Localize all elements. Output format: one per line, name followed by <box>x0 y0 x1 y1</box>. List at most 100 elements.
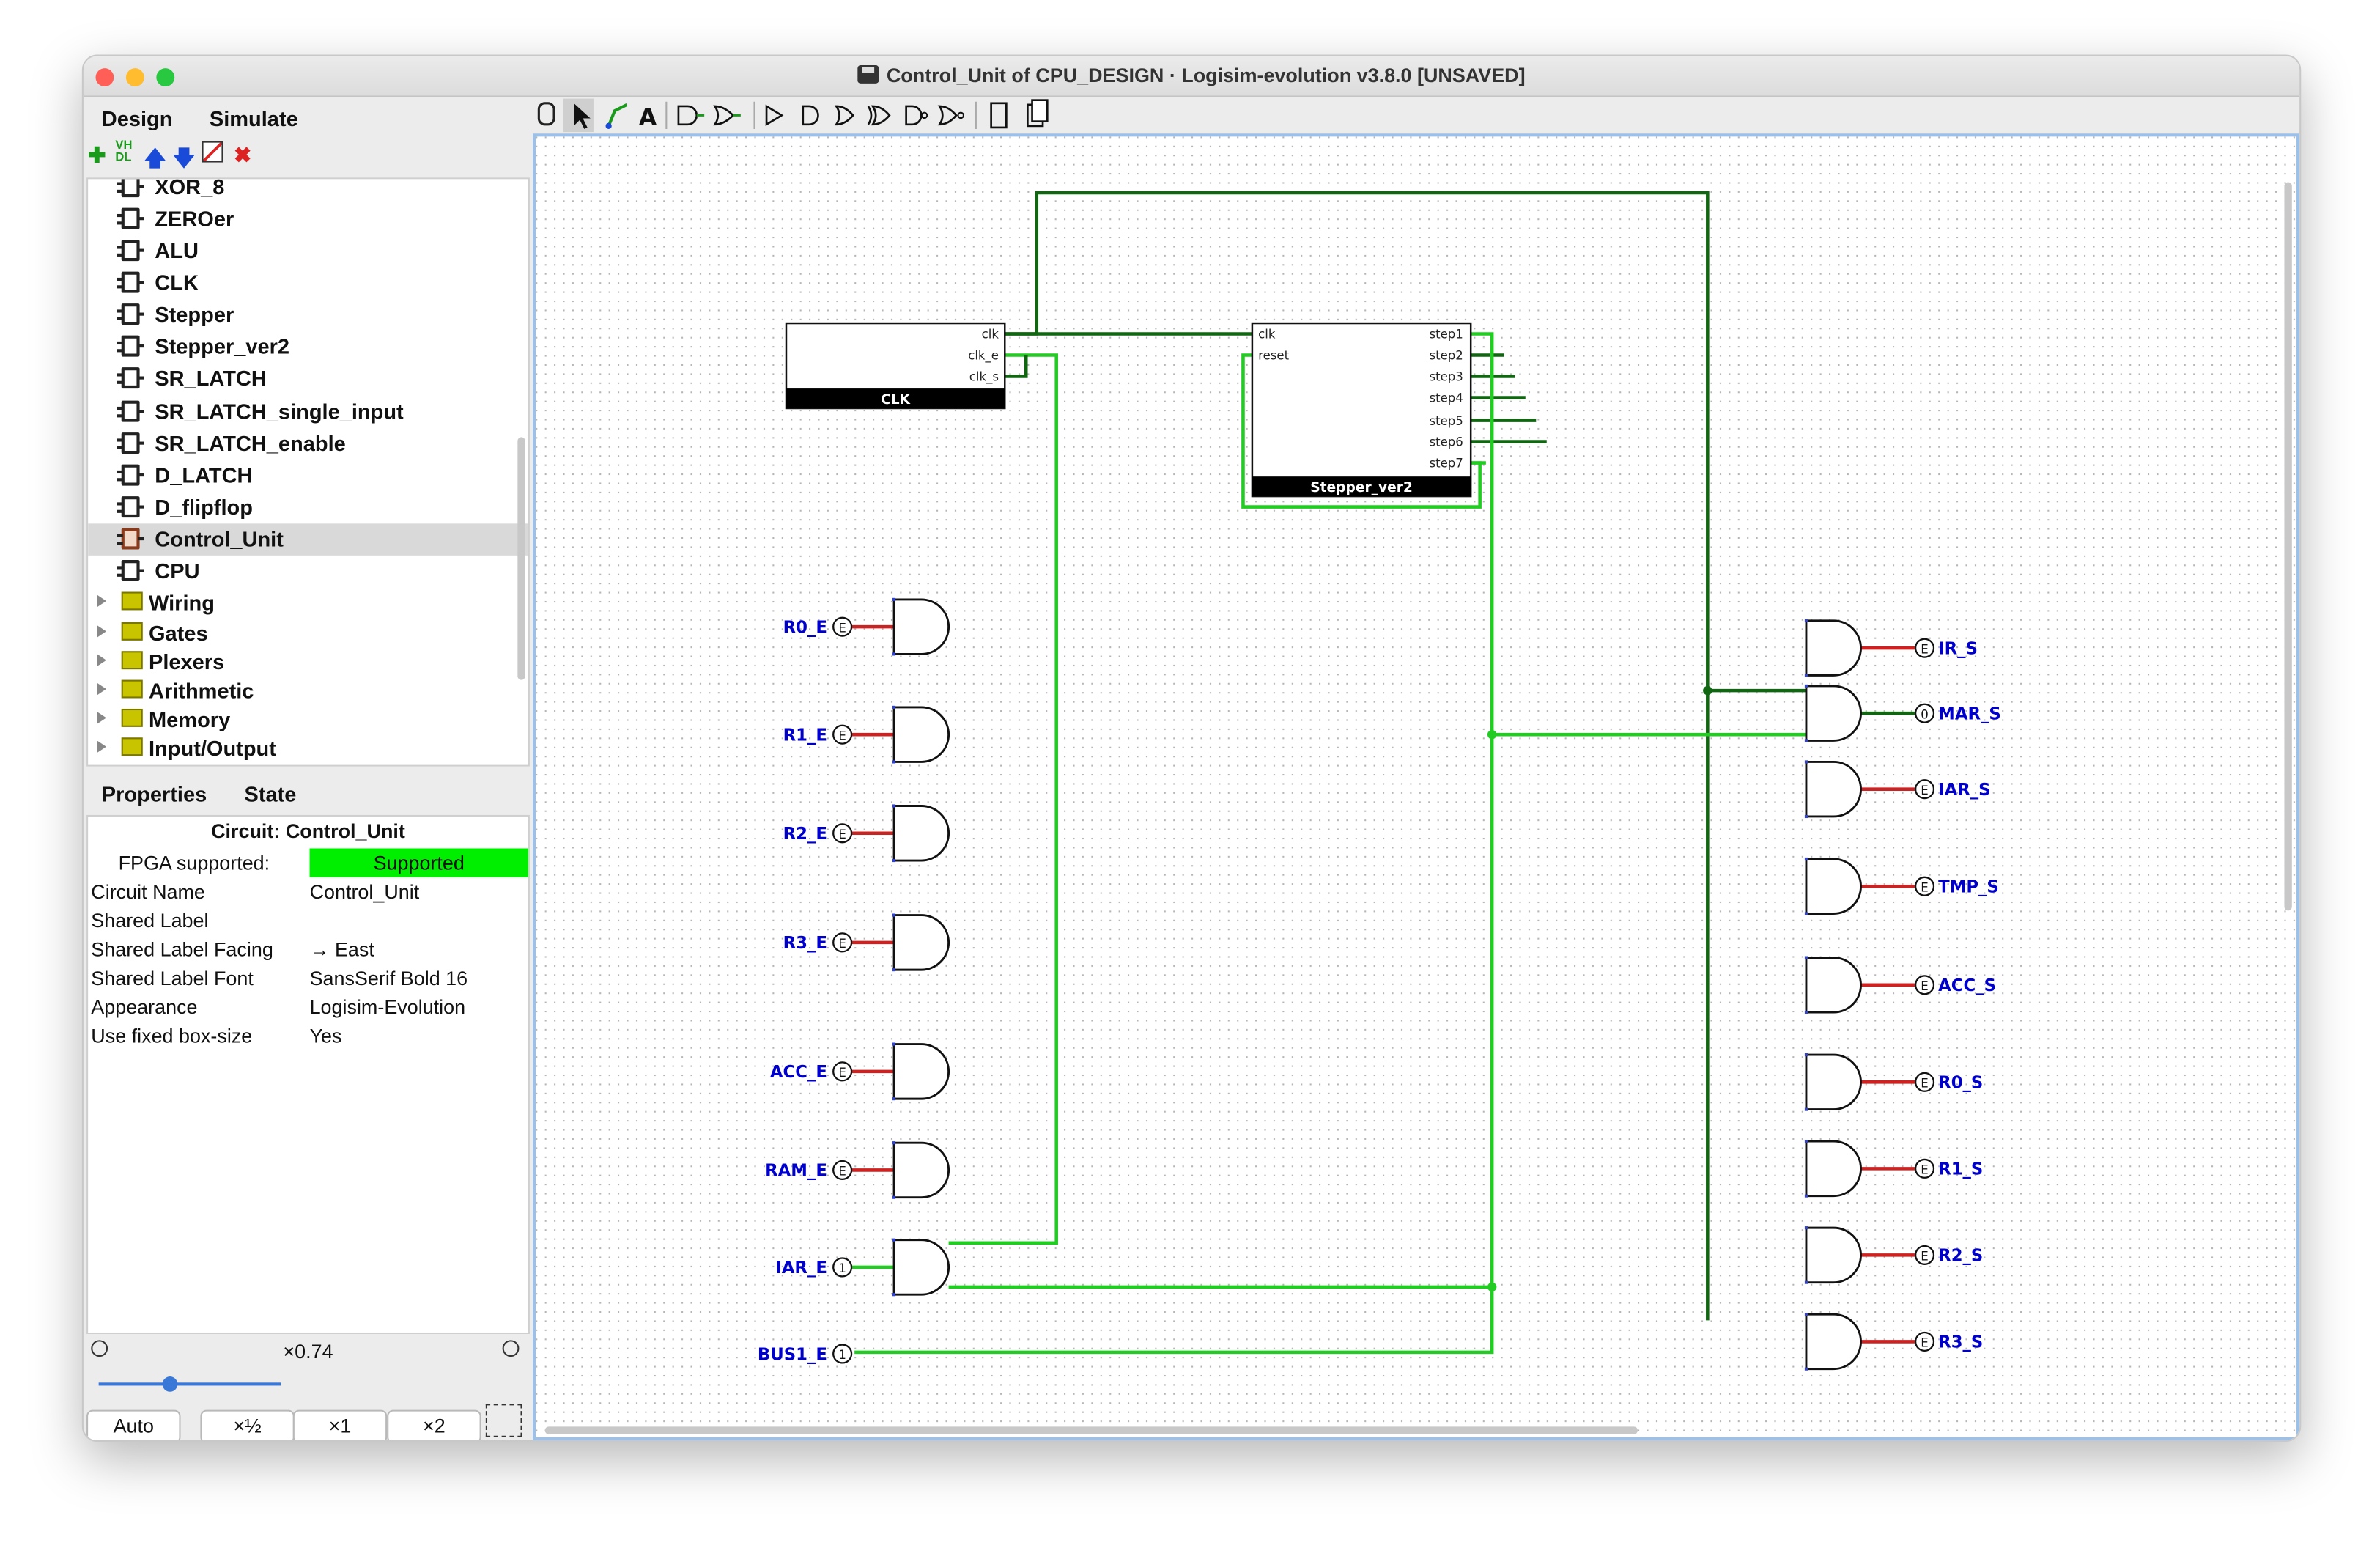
enable-and-gate[interactable] <box>892 598 950 655</box>
zoom-1x-button[interactable]: ×1 <box>292 1409 388 1440</box>
zoom-slider-knob[interactable] <box>162 1376 178 1392</box>
set-and-gate[interactable] <box>1805 685 1862 742</box>
tree-item-plexers[interactable]: Plexers <box>88 646 528 678</box>
text-tool-icon[interactable]: A <box>639 104 657 130</box>
or-gate-tool-icon[interactable] <box>713 105 741 126</box>
nor-gate-tool-icon[interactable] <box>937 105 964 126</box>
canvas-h-scrollbar[interactable] <box>544 1426 1638 1434</box>
and-gate-small-icon[interactable] <box>802 105 819 126</box>
set-and-gate[interactable] <box>1805 1053 1862 1111</box>
zoom-auto-button[interactable]: Auto <box>86 1409 181 1440</box>
tab-properties[interactable]: Properties <box>101 781 207 806</box>
set-output-pin[interactable] <box>1914 779 1935 800</box>
clk-e-wire[interactable] <box>948 353 1058 1245</box>
set-and-gate[interactable] <box>1805 760 1862 818</box>
add-circuit-icon[interactable]: ✚ <box>88 142 106 167</box>
enable-output-pin[interactable] <box>832 1257 853 1278</box>
wire-tool-icon[interactable] <box>605 103 628 130</box>
or-gate-small-icon[interactable] <box>834 105 854 126</box>
move-up-icon[interactable]: 🡅 <box>144 145 166 170</box>
circuit-name-field[interactable]: Control_Unit <box>309 880 420 904</box>
expand-arrow-icon[interactable] <box>97 654 106 666</box>
and-gate-tool-icon[interactable] <box>677 105 705 126</box>
tree-item-alu[interactable]: ALU <box>88 235 528 267</box>
enable-and-gate[interactable] <box>892 805 950 862</box>
nand-gate-tool-icon[interactable] <box>905 105 928 126</box>
set-output-pin[interactable] <box>1914 1245 1935 1265</box>
set-output-pin[interactable] <box>1914 1158 1935 1179</box>
zoom-2x-button[interactable]: ×2 <box>387 1409 481 1440</box>
tree-item-gates[interactable]: Gates <box>88 618 528 649</box>
tree-item-input-output[interactable]: Input/Output <box>88 733 528 764</box>
enable-output-pin[interactable] <box>832 1061 853 1082</box>
minimize-window-button[interactable] <box>125 68 144 87</box>
set-and-gate[interactable] <box>1805 1140 1862 1198</box>
fullscreen-icon[interactable] <box>485 1404 522 1437</box>
stepper-block[interactable] <box>1251 322 1472 498</box>
set-output-pin[interactable] <box>1914 1072 1935 1092</box>
tree-item-stepper-ver2[interactable]: Stepper_ver2 <box>88 331 528 362</box>
expand-arrow-icon[interactable] <box>97 712 106 724</box>
tree-item-memory[interactable]: Memory <box>88 704 528 736</box>
xor-gate-tool-icon[interactable] <box>867 105 891 126</box>
set-and-gate[interactable] <box>1805 858 1862 915</box>
move-down-icon[interactable]: 🡇 <box>173 145 195 170</box>
label-facing-select[interactable]: → East <box>309 937 374 961</box>
tab-simulate[interactable]: Simulate <box>209 106 298 131</box>
tree-item-sr-latch[interactable]: SR_LATCH <box>88 363 528 394</box>
set-and-gate[interactable] <box>1805 619 1862 677</box>
set-output-pin[interactable] <box>1914 1331 1935 1352</box>
subcircuit-tool-icon[interactable] <box>990 102 1008 129</box>
tree-item-control-unit[interactable]: Control_Unit <box>88 523 528 556</box>
enable-output-pin[interactable] <box>832 616 853 637</box>
set-output-pin[interactable] <box>1914 975 1935 995</box>
tree-item-wiring[interactable]: Wiring <box>88 587 528 619</box>
enable-and-gate[interactable] <box>892 1043 950 1100</box>
enable-and-gate[interactable] <box>892 1239 950 1296</box>
set-and-gate[interactable] <box>1805 1226 1862 1284</box>
expand-arrow-icon[interactable] <box>97 682 106 696</box>
close-window-button[interactable] <box>95 68 114 87</box>
enable-and-gate[interactable] <box>892 706 950 763</box>
tree-item-stepper[interactable]: Stepper <box>88 299 528 331</box>
enable-and-gate[interactable] <box>892 1141 950 1199</box>
set-output-pin[interactable] <box>1914 703 1935 723</box>
circuit-svg[interactable]: CLKclkclk_eclk_sStepper_ver2clkresetstep… <box>536 136 2297 1437</box>
expand-arrow-icon[interactable] <box>97 740 106 753</box>
tree-item-sr-latch-enable[interactable]: SR_LATCH_enable <box>88 428 528 460</box>
step1-wire[interactable] <box>854 332 1494 1354</box>
expand-arrow-icon[interactable] <box>97 594 106 608</box>
appearance-select[interactable]: Logisim-Evolution <box>309 995 466 1019</box>
fixed-box-select[interactable]: Yes <box>309 1024 342 1047</box>
tab-state[interactable]: State <box>244 781 297 806</box>
enable-output-pin[interactable] <box>832 1160 853 1180</box>
tree-item-arithmetic[interactable]: Arithmetic <box>88 675 528 707</box>
tree-item-d-flipflop[interactable]: D_flipflop <box>88 492 528 523</box>
explorer-scrollbar[interactable] <box>517 437 525 680</box>
label-font-field[interactable]: SansSerif Bold 16 <box>309 966 468 990</box>
tree-item-clk[interactable]: CLK <box>88 267 528 298</box>
buffer-gate-tool-icon[interactable] <box>765 104 784 127</box>
enable-output-pin[interactable] <box>832 932 853 953</box>
hand-tool-icon[interactable] <box>537 102 555 126</box>
zoom-half-button[interactable]: ×½ <box>200 1409 295 1440</box>
expand-arrow-icon[interactable] <box>97 625 106 638</box>
tree-item-xor-8[interactable]: XOR_8 <box>88 179 528 203</box>
zoom-slider-track[interactable] <box>98 1382 281 1386</box>
zoom-in-icon[interactable] <box>502 1340 520 1357</box>
set-output-pin[interactable] <box>1914 876 1935 896</box>
clk-s-wire[interactable] <box>1005 355 1028 378</box>
enable-output-pin[interactable] <box>832 1344 853 1364</box>
zoom-out-icon[interactable] <box>91 1340 108 1357</box>
subcircuit-appearance-icon[interactable] <box>1026 99 1049 128</box>
edit-appearance-icon[interactable] <box>202 141 223 163</box>
zoom-window-button[interactable] <box>156 68 175 87</box>
select-tool-icon[interactable] <box>563 98 594 133</box>
tree-item-d-latch[interactable]: D_LATCH <box>88 460 528 491</box>
set-output-pin[interactable] <box>1914 638 1935 658</box>
enable-output-pin[interactable] <box>832 724 853 745</box>
set-and-gate[interactable] <box>1805 1313 1862 1371</box>
tab-design[interactable]: Design <box>101 106 173 131</box>
